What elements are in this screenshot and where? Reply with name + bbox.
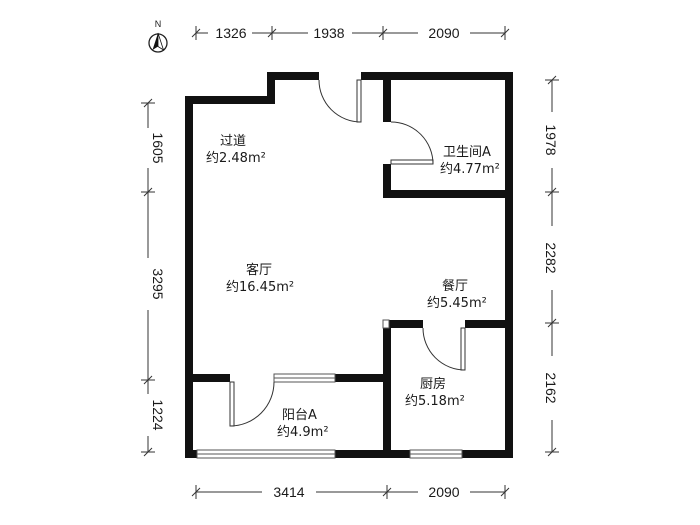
room-bathroom: 卫生间A 约4.77m² — [440, 145, 500, 177]
room-balcony: 阳台A 约4.9m² — [277, 408, 329, 440]
room-name-bathroom: 卫生间A — [443, 145, 491, 160]
dim-bottom-2: 2090 — [428, 484, 459, 500]
dim-right-1: 1978 — [543, 124, 559, 155]
dimension-top — [191, 26, 510, 40]
compass: N — [148, 19, 168, 53]
dimension-bottom — [191, 485, 510, 499]
dining-post — [382, 319, 390, 329]
room-area-corridor: 约2.48m² — [206, 151, 266, 166]
dim-right-3: 2162 — [543, 372, 559, 403]
balcony-door-icon — [229, 381, 275, 427]
bathroom-door-icon — [390, 121, 434, 165]
dim-left-3: 1224 — [150, 399, 166, 430]
entry-door-icon — [318, 79, 362, 123]
compass-north-label: N — [155, 19, 162, 29]
room-corridor: 过道 约2.48m² — [206, 134, 266, 166]
north-arrow-icon — [152, 33, 158, 50]
dim-top-3: 2090 — [428, 25, 459, 41]
room-area-balcony: 约4.9m² — [277, 425, 329, 440]
north-arrow-outline — [157, 32, 165, 51]
dimension-left — [141, 98, 155, 457]
room-kitchen: 厨房 约5.18m² — [405, 376, 465, 409]
dim-left-2: 3295 — [150, 268, 166, 299]
dim-bottom-1: 3414 — [273, 484, 304, 500]
room-area-kitchen: 约5.18m² — [405, 394, 465, 409]
doors — [229, 79, 466, 427]
dim-top-1: 1326 — [215, 25, 246, 41]
room-area-dining: 约5.45m² — [427, 296, 487, 311]
room-area-bathroom: 约4.77m² — [440, 162, 500, 177]
room-living: 客厅 约16.45m² — [226, 262, 294, 295]
room-area-living: 约16.45m² — [226, 280, 294, 295]
room-dining: 餐厅 约5.45m² — [427, 278, 487, 311]
room-name-living: 客厅 — [246, 262, 272, 278]
kitchen-door-icon — [422, 327, 466, 371]
room-name-balcony: 阳台A — [282, 408, 317, 423]
room-name-corridor: 过道 — [220, 134, 246, 149]
room-name-dining: 餐厅 — [442, 278, 468, 294]
walls — [185, 72, 513, 458]
dim-right-2: 2282 — [543, 242, 559, 273]
dim-left-1: 1605 — [150, 132, 166, 163]
dim-top-2: 1938 — [313, 25, 344, 41]
room-name-kitchen: 厨房 — [420, 376, 446, 392]
windows — [196, 319, 463, 459]
dimension-right — [545, 75, 559, 457]
